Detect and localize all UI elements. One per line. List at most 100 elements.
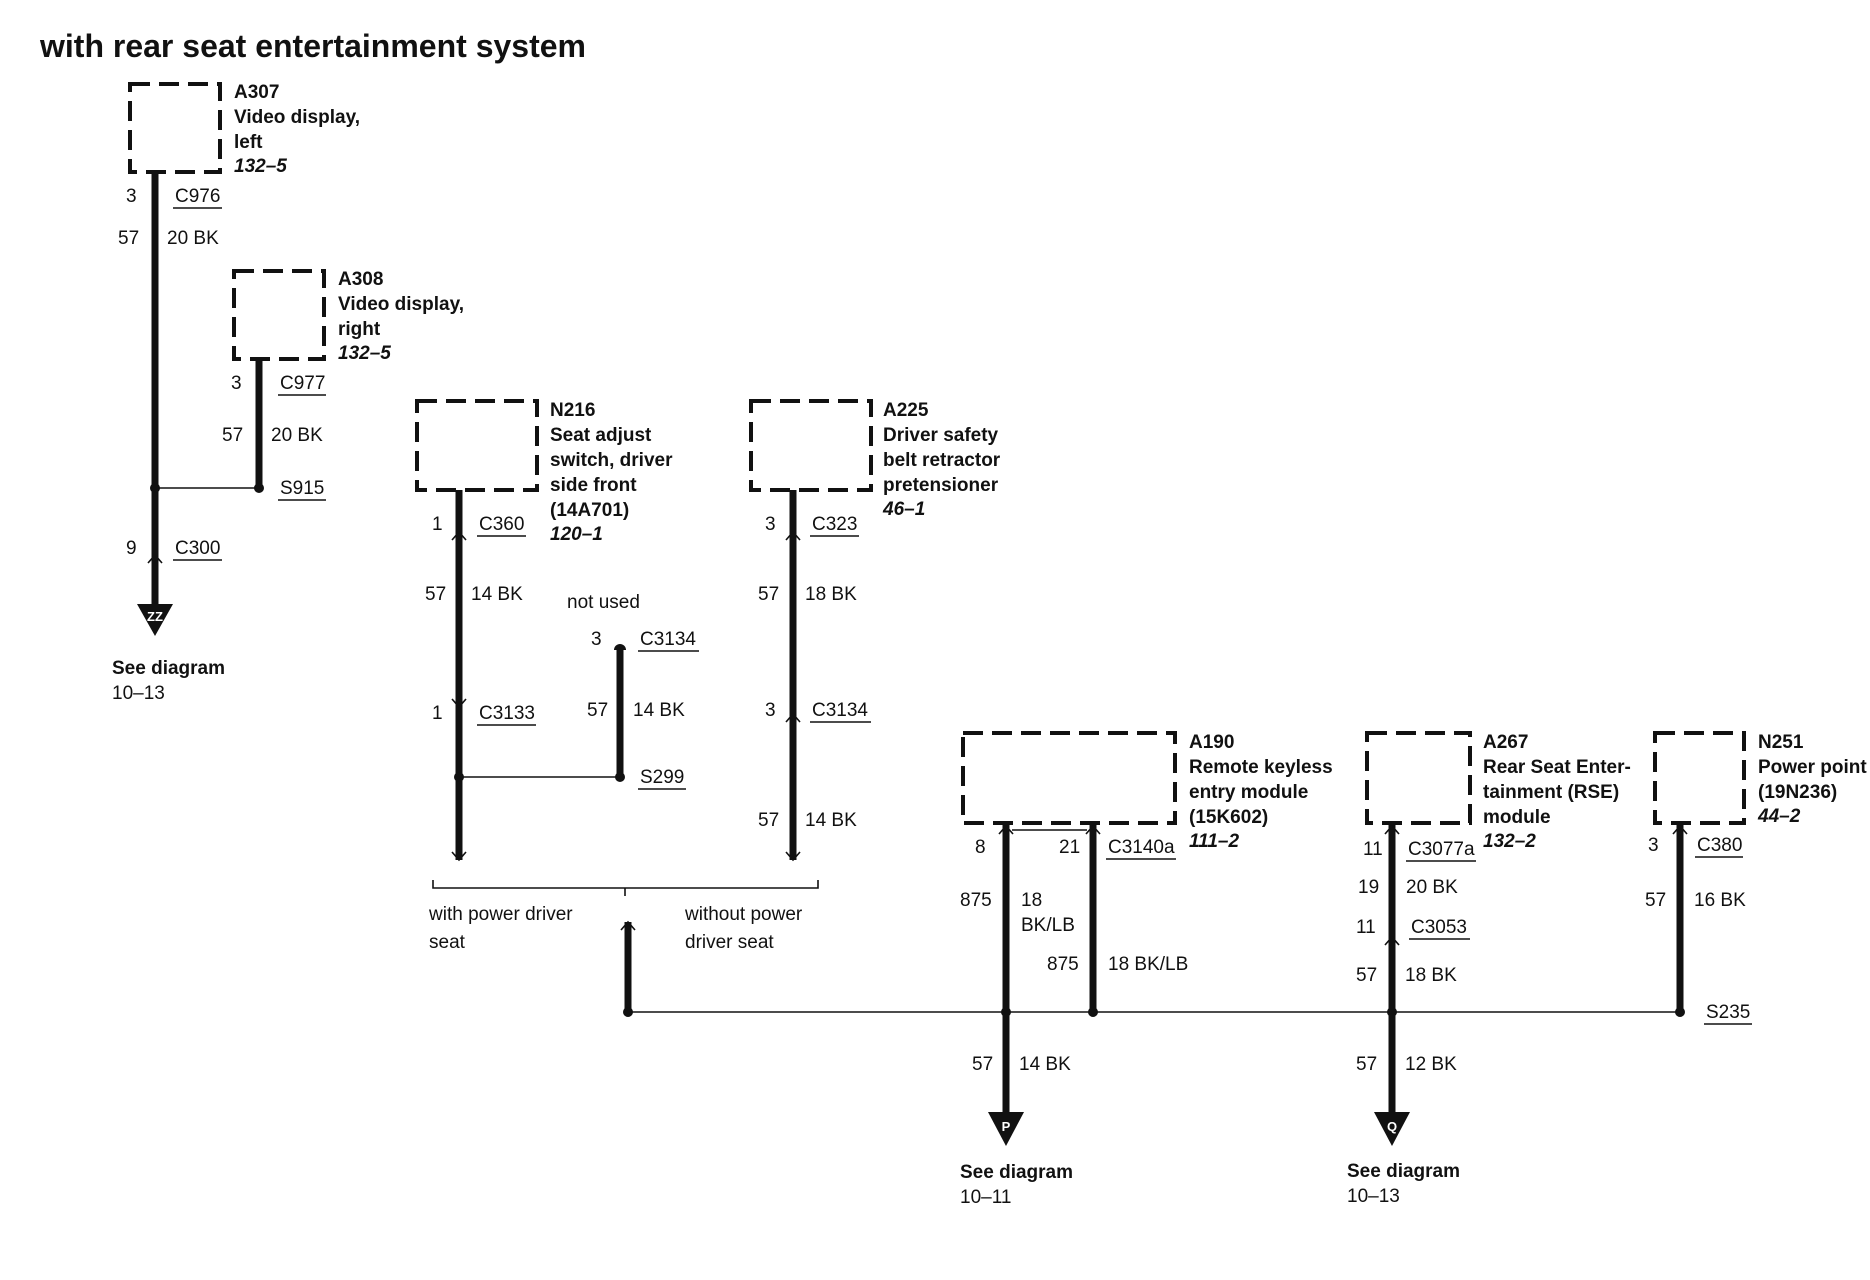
p-see-diagram: See diagram [960, 1162, 1073, 1183]
a308-name-line1: Video display, [338, 294, 464, 315]
w4-gauge: 14 BK [633, 700, 685, 721]
w13-circuit: 57 [1356, 1054, 1377, 1075]
a190-pin8-mark [998, 824, 1014, 835]
zz-page: 10–13 [112, 683, 165, 704]
w7-gauge-line1: 18 [1021, 890, 1042, 911]
w11-circuit: 57 [1645, 890, 1666, 911]
s235-label: S235 [1706, 1002, 1750, 1023]
w5-circuit: 57 [758, 584, 779, 605]
c3134b-connector-mark [785, 712, 801, 723]
a307-page-ref: 132–5 [234, 156, 287, 177]
a225-name-line3: pretensioner [883, 475, 999, 496]
a267-name-line2: tainment (RSE) [1483, 782, 1619, 803]
a190-name-line3: (15K602) [1189, 807, 1268, 828]
w7-gauge-line2: BK/LB [1021, 915, 1075, 936]
a267-name-line3: module [1483, 807, 1551, 828]
a190-id: A190 [1189, 732, 1234, 753]
c977-name: C977 [280, 373, 325, 394]
w2-gauge: 20 BK [271, 425, 323, 446]
w10-circuit: 57 [1356, 965, 1377, 986]
s299-node-right [615, 772, 625, 782]
a307-name-line2: left [234, 132, 263, 153]
a307-box [128, 82, 222, 174]
s235-node-seat [623, 1007, 633, 1017]
component-a190: A190 Remote keyless entry module (15K602… [961, 731, 1333, 852]
a308-id: A308 [338, 269, 383, 290]
n216-name-line4: (14A701) [550, 500, 629, 521]
s299-label: S299 [640, 767, 684, 788]
c3077a-connector-mark [1384, 824, 1400, 835]
n216-page-ref: 120–1 [550, 524, 603, 545]
diagram-title: with rear seat entertainment system [39, 28, 586, 64]
n251-box [1653, 731, 1746, 825]
a190-name-line1: Remote keyless [1189, 757, 1333, 778]
c360-name: C360 [479, 514, 524, 535]
a225-box [749, 399, 873, 492]
w6-gauge: 14 BK [805, 810, 857, 831]
a225-name-line1: Driver safety [883, 425, 999, 446]
w1-gauge: 20 BK [167, 228, 219, 249]
a267-id: A267 [1483, 732, 1528, 753]
component-n216: N216 Seat adjust switch, driver side fro… [415, 399, 673, 545]
c3134-cap [614, 644, 626, 650]
w3-circuit: 57 [425, 584, 446, 605]
c300-name: C300 [175, 538, 220, 559]
seat-option-wire-mark [620, 920, 636, 931]
a307-name-line1: Video display, [234, 107, 360, 128]
a308-name-line2: right [338, 319, 381, 340]
c977-pin: 3 [231, 373, 242, 394]
n251-page-ref: 44–2 [1757, 806, 1801, 827]
p-arrow [988, 1112, 1024, 1146]
w1-circuit: 57 [118, 228, 139, 249]
c3053-name: C3053 [1411, 917, 1467, 938]
w9-gauge: 20 BK [1406, 877, 1458, 898]
n216-name-line3: side front [550, 475, 637, 496]
c380-name: C380 [1697, 835, 1742, 856]
c3077a-pin: 11 [1363, 839, 1383, 860]
c3077a-name: C3077a [1408, 839, 1475, 860]
a190-page-ref: 111–2 [1189, 831, 1239, 852]
c976-name: C976 [175, 186, 220, 207]
c323-name: C323 [812, 514, 857, 535]
a190-name-line2: entry module [1189, 782, 1308, 803]
w12-circuit: 57 [972, 1054, 993, 1075]
w6-circuit: 57 [758, 810, 779, 831]
s915-label: S915 [280, 478, 324, 499]
s299-node-left [454, 772, 464, 782]
n216-wire-end-mark [451, 851, 467, 862]
w4-circuit: 57 [587, 700, 608, 721]
w9-circuit: 19 [1358, 877, 1379, 898]
zz-arrow-letter: ZZ [147, 609, 163, 624]
c360-pin: 1 [432, 514, 443, 535]
w11-gauge: 16 BK [1694, 890, 1746, 911]
c300-pin: 9 [126, 538, 137, 559]
c3133-connector-mark [451, 698, 467, 709]
c3134a-pin: 3 [591, 629, 602, 650]
component-a225: A225 Driver safety belt retractor preten… [749, 399, 1001, 520]
c300-connector-mark [147, 553, 163, 564]
q-arrow [1374, 1112, 1410, 1146]
component-a267: A267 Rear Seat Enter- tainment (RSE) mod… [1365, 731, 1631, 852]
c3140a-pin8: 8 [975, 837, 986, 858]
a225-name-line2: belt retractor [883, 450, 1001, 471]
without-power-seat-note-line2: driver seat [685, 932, 774, 953]
a225-page-ref: 46–1 [882, 499, 925, 520]
n216-id: N216 [550, 400, 595, 421]
c380-pin: 3 [1648, 835, 1659, 856]
not-used-note: not used [567, 592, 640, 613]
component-a307: A307 Video display, left 132–5 [128, 82, 360, 177]
q-page: 10–13 [1347, 1186, 1400, 1207]
a225-id: A225 [883, 400, 929, 421]
c3140a-pin21: 21 [1059, 837, 1080, 858]
n216-name-line2: switch, driver [550, 450, 673, 471]
n251-name-line2: (19N236) [1758, 782, 1837, 803]
q-see-diagram: See diagram [1347, 1161, 1460, 1182]
c3133-pin: 1 [432, 703, 443, 724]
zz-arrow [137, 604, 173, 636]
c380-connector-mark [1672, 824, 1688, 835]
component-n251: N251 Power point (19N236) 44–2 [1653, 731, 1867, 827]
without-power-seat-note-line1: without power [684, 904, 803, 925]
w3-gauge: 14 BK [471, 584, 523, 605]
a190-pin21-mark [1085, 824, 1101, 835]
a190-box [961, 731, 1177, 825]
